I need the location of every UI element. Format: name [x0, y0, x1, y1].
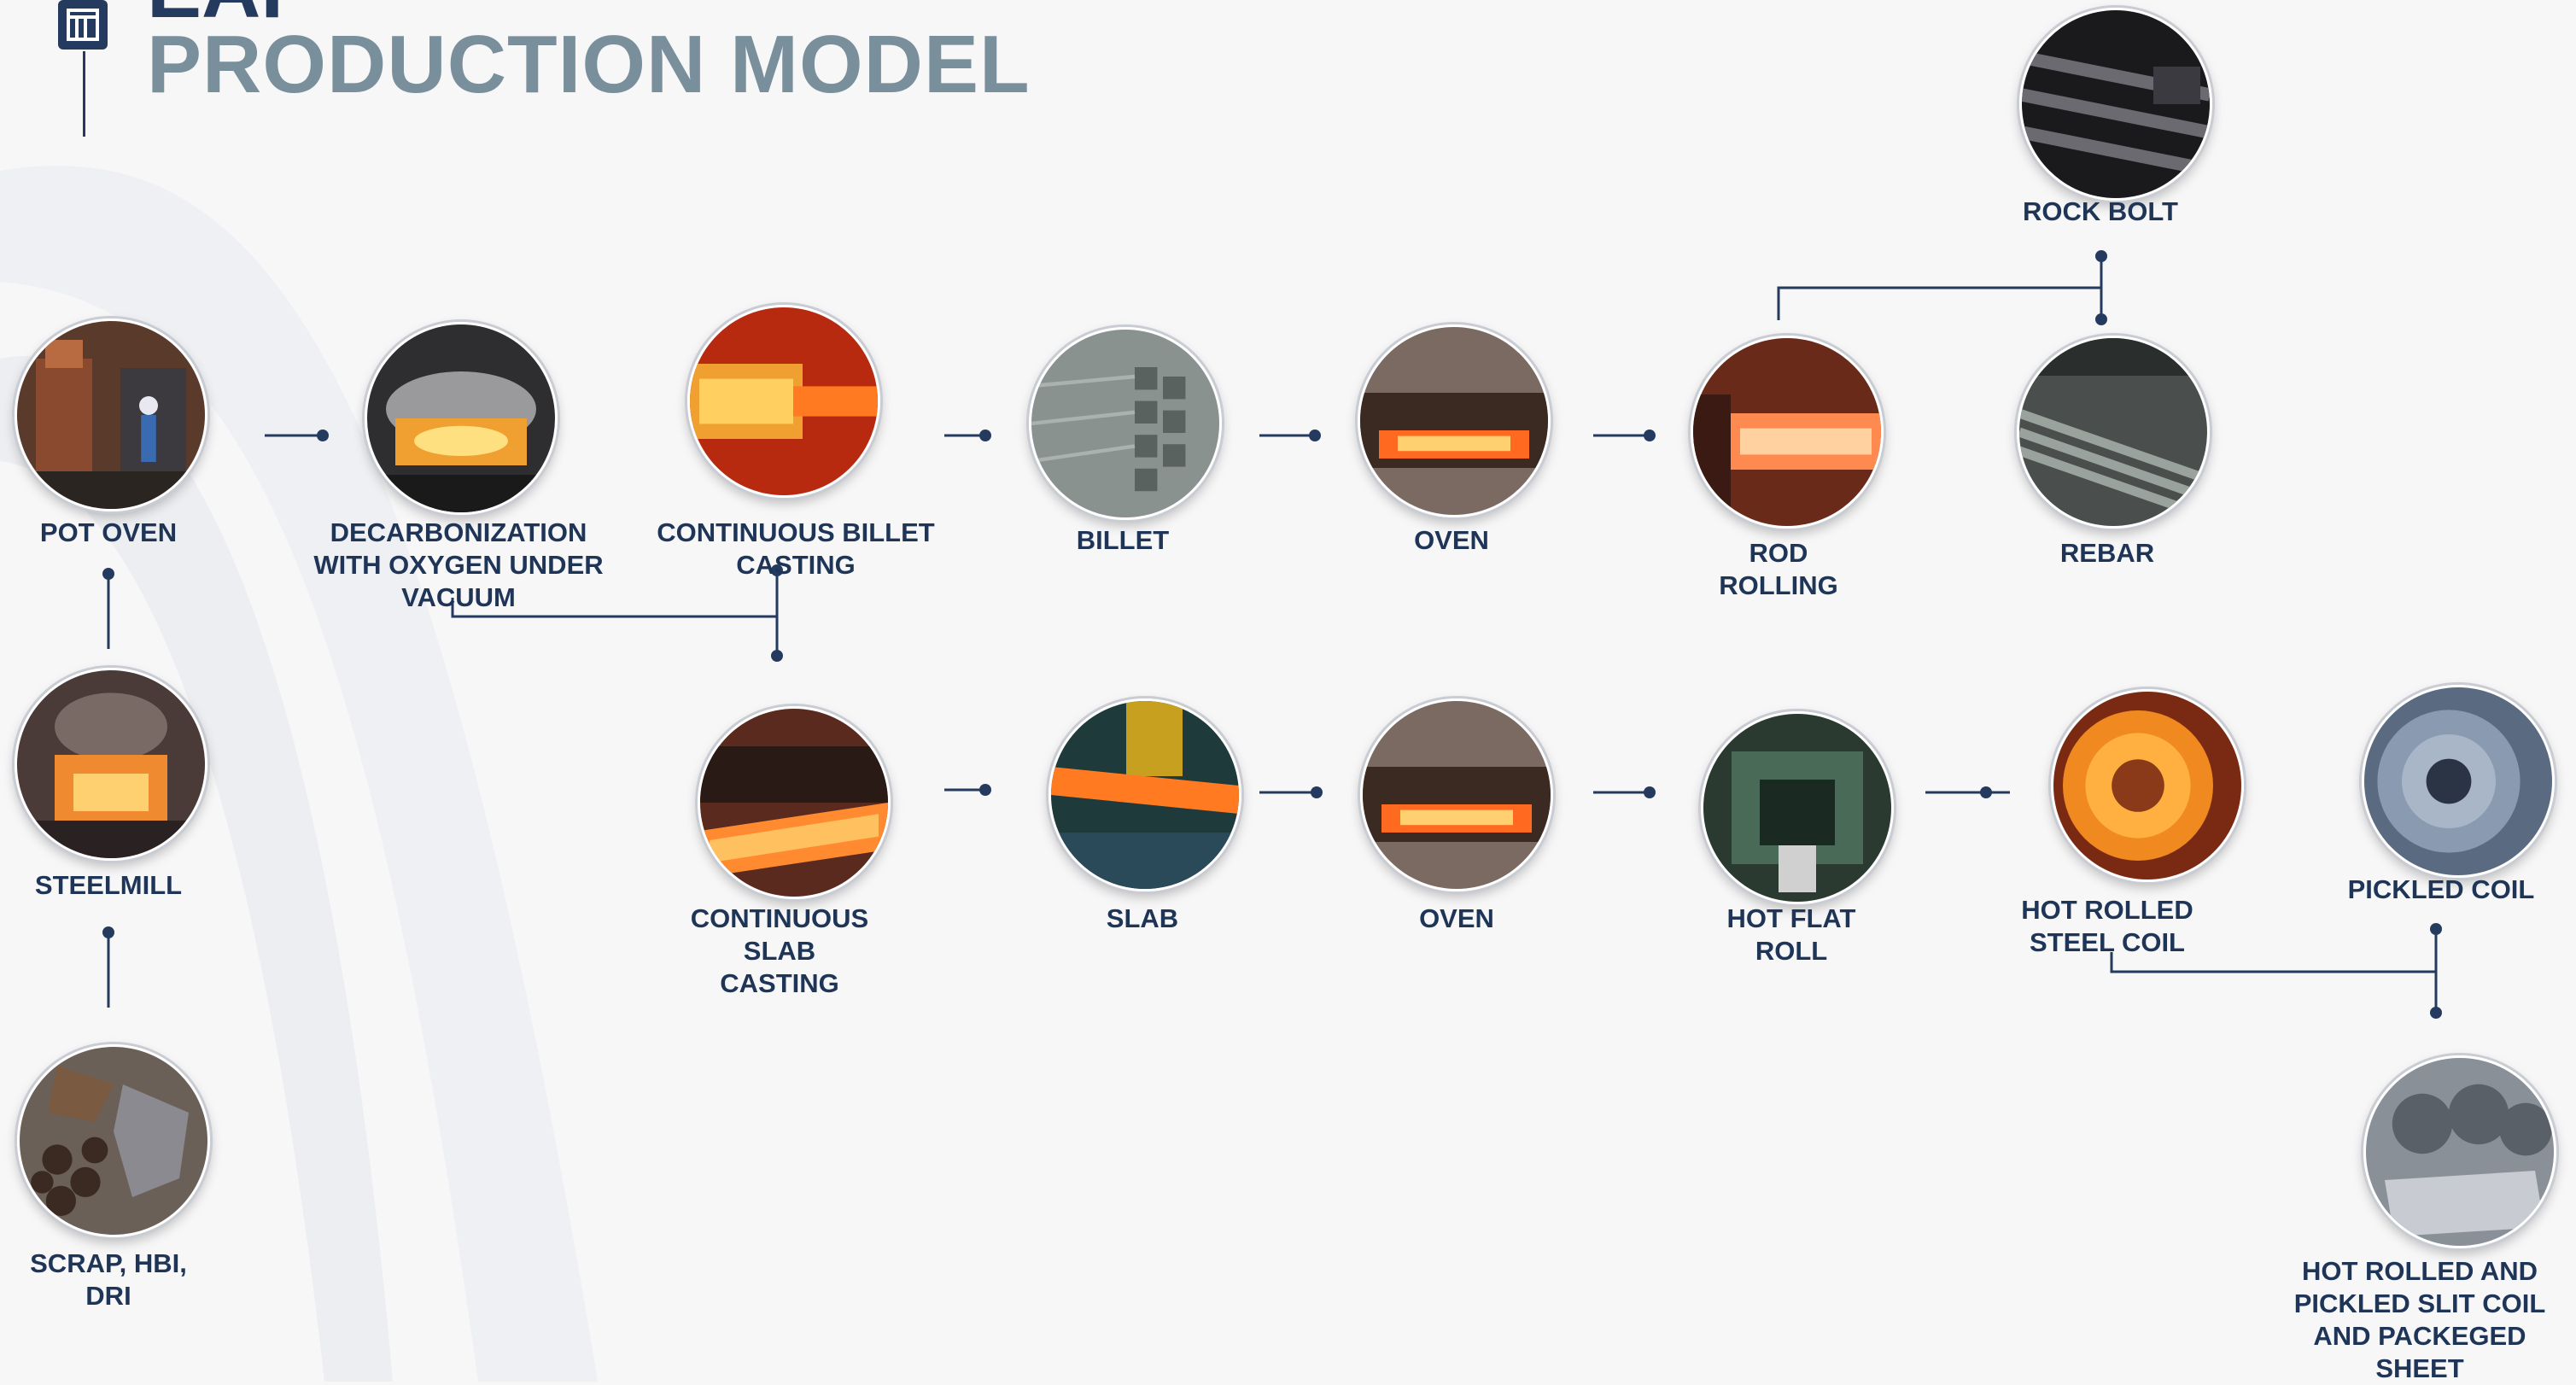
connector-dot — [1644, 786, 1656, 798]
connector-dot — [2095, 250, 2107, 262]
connector-dot — [1980, 786, 1992, 798]
steelmill-image — [15, 668, 207, 861]
scrap-image — [17, 1044, 210, 1237]
connector-dot — [2430, 923, 2442, 935]
header-divider — [83, 51, 85, 137]
connector-dot — [1311, 786, 1323, 798]
connector-dot — [1644, 430, 1656, 441]
slab-casting-label: CONTINUOUS SLAB CASTING — [690, 903, 869, 998]
connector-decarb-slab — [451, 598, 777, 618]
rod-rolling-label: ROD ROLLING — [1719, 538, 1838, 600]
connector-dot — [979, 784, 991, 796]
connector-rod-rebar-bolt — [1777, 286, 2101, 320]
rebar-label: REBAR — [2059, 538, 2155, 568]
page-title: PRODUCTION MODEL — [147, 19, 1031, 110]
steelmill-label: STEELMILL — [34, 870, 183, 900]
hot-flat-roll-image — [1701, 711, 1894, 904]
decarbonization-image — [365, 322, 558, 515]
page-title-top: EAF — [147, 0, 311, 31]
oven-top-image — [1358, 324, 1551, 517]
rod-rolling-image — [1691, 336, 1884, 529]
connector-dot — [1309, 430, 1321, 441]
slab-label: SLAB — [1106, 903, 1179, 933]
connector-dot — [102, 926, 114, 938]
connector-dot — [771, 564, 783, 576]
rock-bolt-label: ROCK BOLT — [2023, 196, 2178, 226]
slit-coil-image — [2363, 1055, 2556, 1248]
hot-flat-roll-label: HOT FLAT ROLL — [1726, 903, 1856, 966]
company-logo-icon — [56, 0, 109, 51]
connector-dot — [102, 568, 114, 580]
slab-image — [1049, 698, 1241, 891]
decarbonization-label: DECARBONIZATION WITH OXYGEN UNDER VACUUM — [313, 517, 604, 612]
scrap-label: SCRAP, HBI, DRI — [30, 1248, 187, 1311]
connector-coil-slit — [2110, 952, 2436, 973]
connector-dot — [2095, 313, 2107, 325]
oven-bottom-image — [1360, 698, 1553, 891]
rock-bolt-image — [2019, 8, 2212, 201]
oven-top-label: OVEN — [1414, 525, 1489, 555]
slit-coil-label: HOT ROLLED AND PICKLED SLIT COIL AND PAC… — [2293, 1256, 2546, 1383]
slab-casting-image — [698, 706, 891, 899]
billet-image — [1029, 327, 1222, 520]
hot-rolled-coil-label: HOT ROLLED STEEL COIL — [2021, 895, 2193, 957]
connector-dot — [317, 430, 329, 441]
billet-casting-label: CONTINUOUS BILLET CASTING — [657, 517, 935, 580]
hot-rolled-coil-image — [2051, 689, 2244, 882]
oven-bottom-label: OVEN — [1419, 903, 1494, 933]
pot-oven-image — [15, 318, 207, 511]
pickled-coil-image — [2362, 685, 2555, 878]
billet-casting-image — [687, 305, 880, 498]
connector-dot — [979, 430, 991, 441]
rebar-image — [2017, 336, 2210, 529]
connector-dot — [2430, 1007, 2442, 1019]
billet-label: BILLET — [1076, 525, 1170, 555]
pot-oven-label: POT OVEN — [39, 517, 178, 547]
pickled-coil-label: PICKLED COIL — [2347, 874, 2535, 904]
connector-dot — [771, 650, 783, 662]
